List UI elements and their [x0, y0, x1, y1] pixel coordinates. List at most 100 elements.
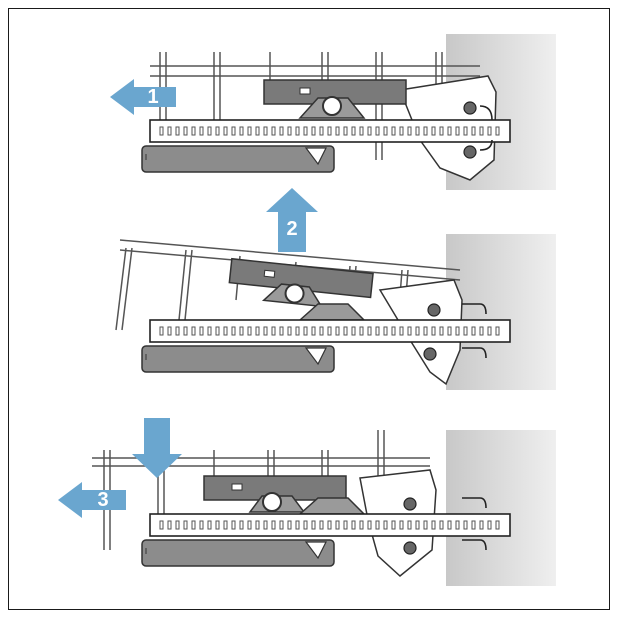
rail-slot [311, 326, 316, 336]
rail-slot [407, 126, 412, 136]
rail-slot [399, 126, 404, 136]
rail-slots [159, 126, 500, 136]
rail-slot [247, 520, 252, 530]
rail-slot [383, 126, 388, 136]
latch-wheel [284, 283, 305, 304]
rail-slot [303, 126, 308, 136]
rail-slot [327, 520, 332, 530]
rail-slot [239, 520, 244, 530]
rail-slot [415, 126, 420, 136]
roller [463, 101, 477, 115]
step-1-arrow: 1 [110, 79, 176, 115]
rail-slot [479, 326, 484, 336]
rail-slot [255, 326, 260, 336]
lower-slide [141, 539, 335, 567]
rail-slot [439, 326, 444, 336]
rail-slot [239, 126, 244, 136]
rail-slot [471, 126, 476, 136]
roller [463, 145, 477, 159]
rail-slot [311, 520, 316, 530]
rail-slot [199, 326, 204, 336]
rail-slot [359, 326, 364, 336]
rail-slot [247, 126, 252, 136]
rail-slot [271, 326, 276, 336]
rail-slot [223, 126, 228, 136]
rail-slot [287, 326, 292, 336]
rail-slot [327, 326, 332, 336]
rail-slot [455, 126, 460, 136]
rail-slot [399, 520, 404, 530]
rail-slot [231, 520, 236, 530]
rail-slot [439, 126, 444, 136]
rail [149, 119, 511, 143]
rail-slot [159, 126, 164, 136]
rail-slot [375, 126, 380, 136]
rail-slot [391, 126, 396, 136]
rail-slot [423, 326, 428, 336]
step-3-press-arrow [132, 418, 182, 478]
rail-slot [495, 326, 500, 336]
rail-slot [335, 126, 340, 136]
rail-slot [215, 126, 220, 136]
latch-wheel [322, 96, 342, 116]
rail-slot [279, 326, 284, 336]
rail-slot [447, 126, 452, 136]
rail-slot [431, 520, 436, 530]
rail-slot [175, 126, 180, 136]
rail-slot [479, 520, 484, 530]
roller [427, 303, 441, 317]
rail-slot [463, 126, 468, 136]
rail-slots [159, 520, 500, 530]
panel-2: 2 [115, 188, 556, 390]
rail [149, 319, 511, 343]
rail-slot [207, 520, 212, 530]
rail-slot [295, 520, 300, 530]
roller [403, 541, 417, 555]
rail-slot [351, 520, 356, 530]
arrow-left-icon [110, 79, 176, 115]
wire-rack [150, 52, 480, 160]
rail-slot [415, 520, 420, 530]
rail-slot [351, 126, 356, 136]
rail-slot [367, 326, 372, 336]
rail [149, 513, 511, 537]
rail-slot [191, 126, 196, 136]
rail-slot [431, 326, 436, 336]
rail-slot [447, 326, 452, 336]
rail-slot [167, 326, 172, 336]
rail-slot [455, 326, 460, 336]
rail-slot [255, 520, 260, 530]
rail-slot [487, 326, 492, 336]
rail-slot [431, 126, 436, 136]
cabinet-wall [446, 234, 556, 390]
rail-slot [223, 326, 228, 336]
rail-slot [191, 520, 196, 530]
roller [423, 347, 437, 361]
step-3-arrow: 3 [58, 482, 126, 518]
rail-slot [231, 326, 236, 336]
rail-slot [479, 126, 484, 136]
rail-slot [271, 520, 276, 530]
rail-slot [319, 326, 324, 336]
rail-slot [423, 520, 428, 530]
rail-slot [343, 126, 348, 136]
rail-slot [175, 326, 180, 336]
rail-slot [335, 520, 340, 530]
rail-slot [295, 126, 300, 136]
rail-slot [239, 326, 244, 336]
rail-slot [391, 520, 396, 530]
arrow-down-icon [132, 418, 182, 478]
rail-slot [495, 520, 500, 530]
rail-slot [383, 326, 388, 336]
rail-slot [295, 326, 300, 336]
rail-slot [375, 520, 380, 530]
lower-slide [141, 145, 335, 173]
rail-slot [215, 326, 220, 336]
rail-slot [487, 126, 492, 136]
rail-slot [263, 326, 268, 336]
rail-slots [159, 326, 500, 336]
rail-slot [367, 520, 372, 530]
rail-slot [319, 126, 324, 136]
rail-slot [423, 126, 428, 136]
